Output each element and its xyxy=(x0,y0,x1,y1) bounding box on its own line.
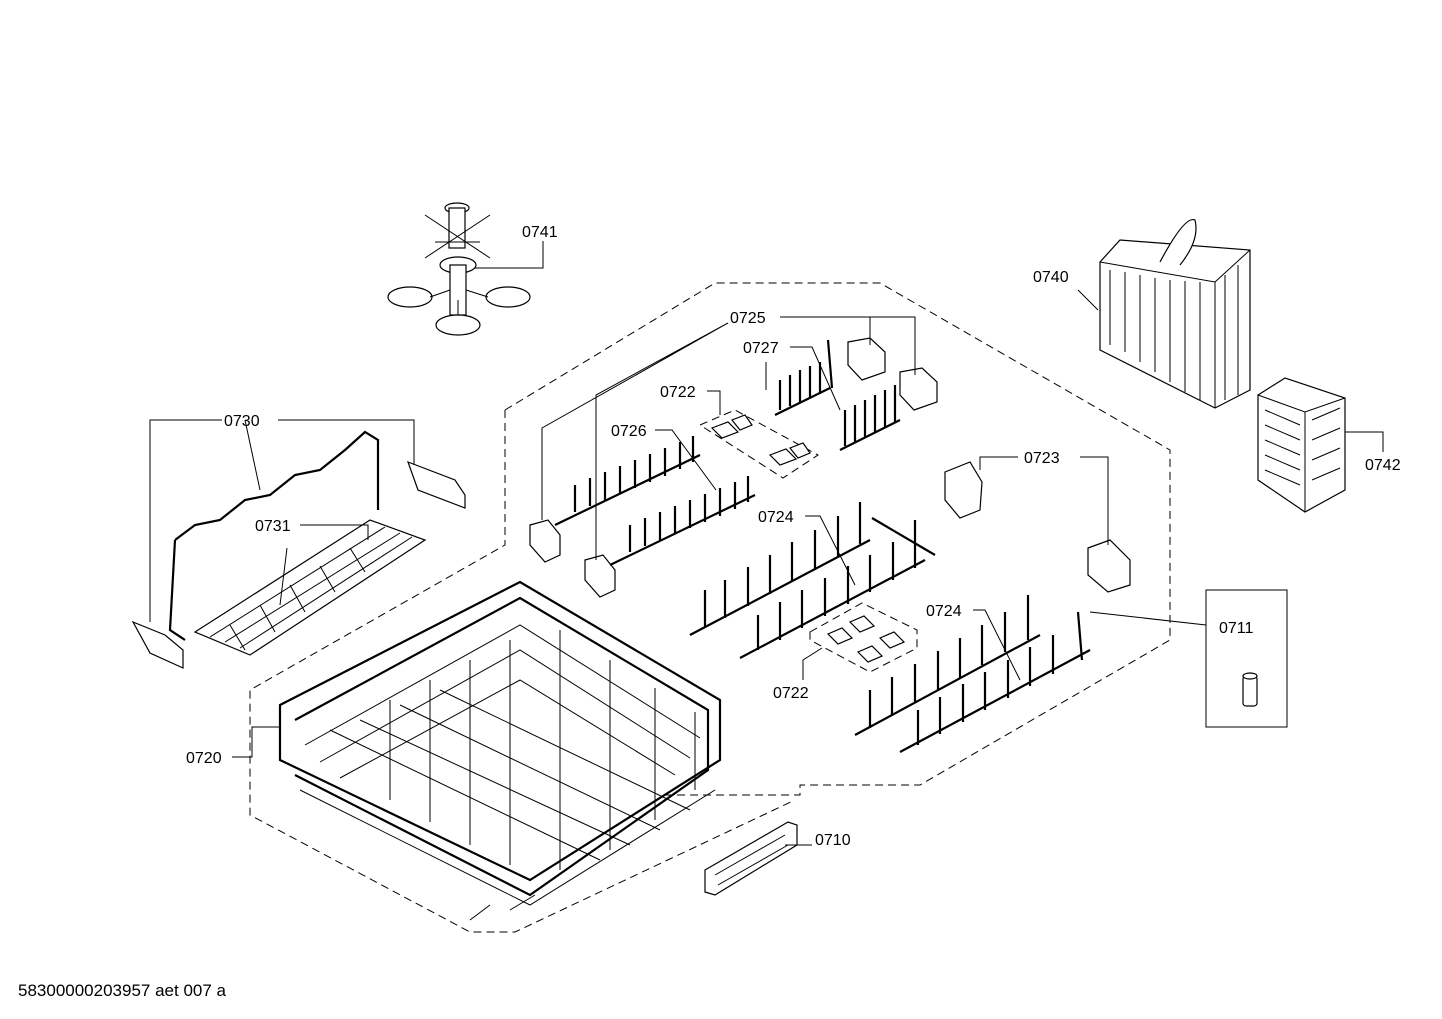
label-0740: 0740 xyxy=(1033,269,1069,286)
leader-0724a xyxy=(805,515,856,586)
label-0741: 0741 xyxy=(522,224,558,241)
part-0710-drawing xyxy=(704,821,798,896)
leader-0740 xyxy=(1077,289,1099,311)
part-0722a-drawing xyxy=(710,414,811,466)
part-0740-drawing xyxy=(1099,218,1251,409)
part-0742-drawing xyxy=(1257,377,1346,513)
leader-0711 xyxy=(1089,611,1207,626)
part-0724a-drawing xyxy=(689,502,936,659)
label-0722b: 0722 xyxy=(773,685,809,702)
label-0722a: 0722 xyxy=(660,384,696,401)
label-0724b: 0724 xyxy=(926,603,962,620)
label-0724a: 0724 xyxy=(758,509,794,526)
part-0723-drawing xyxy=(944,461,1131,593)
label-0710: 0710 xyxy=(815,832,851,849)
leader-0731 xyxy=(279,524,369,606)
part-0731-drawing xyxy=(193,519,427,656)
leader-0722b xyxy=(802,647,823,680)
leader-0722a xyxy=(707,390,721,415)
leader-0727 xyxy=(765,346,841,411)
part-0720-drawing xyxy=(278,580,722,921)
label-0723: 0723 xyxy=(1024,450,1060,467)
part-0722b-outline xyxy=(809,602,918,673)
part-0727-drawing xyxy=(774,339,901,451)
label-0731: 0731 xyxy=(255,518,291,535)
basket-group-outline xyxy=(249,410,796,933)
label-0720: 0720 xyxy=(186,750,222,767)
part-0722a-outline xyxy=(698,409,819,479)
leader-0726 xyxy=(655,429,717,491)
label-0726: 0726 xyxy=(611,423,647,440)
label-0730: 0730 xyxy=(224,413,260,430)
leader-0725 xyxy=(541,316,916,560)
drawing-reference-number: 58300000203957 aet 007 a xyxy=(18,981,226,1000)
rack-group-outline xyxy=(504,282,1171,796)
label-0727: 0727 xyxy=(743,340,779,357)
label-0725: 0725 xyxy=(730,310,766,327)
leader-0720 xyxy=(232,726,280,758)
label-0711: 0711 xyxy=(1219,620,1254,637)
part-0722b-drawing xyxy=(826,615,906,663)
part-0711-drawing xyxy=(1242,672,1258,707)
part-0730-drawing xyxy=(131,430,466,669)
label-0742: 0742 xyxy=(1365,457,1401,474)
part-0724b-drawing xyxy=(854,595,1091,753)
part-0741-drawing xyxy=(387,202,531,336)
part-0726-drawing xyxy=(554,436,756,566)
inset-0711-box xyxy=(1205,589,1288,728)
leader-0724b xyxy=(973,609,1021,681)
leader-0741 xyxy=(475,241,544,269)
leader-0730 xyxy=(149,419,415,622)
part-0725-drawing xyxy=(529,337,938,598)
leader-0742 xyxy=(1345,431,1384,452)
leader-0723 xyxy=(979,456,1109,545)
